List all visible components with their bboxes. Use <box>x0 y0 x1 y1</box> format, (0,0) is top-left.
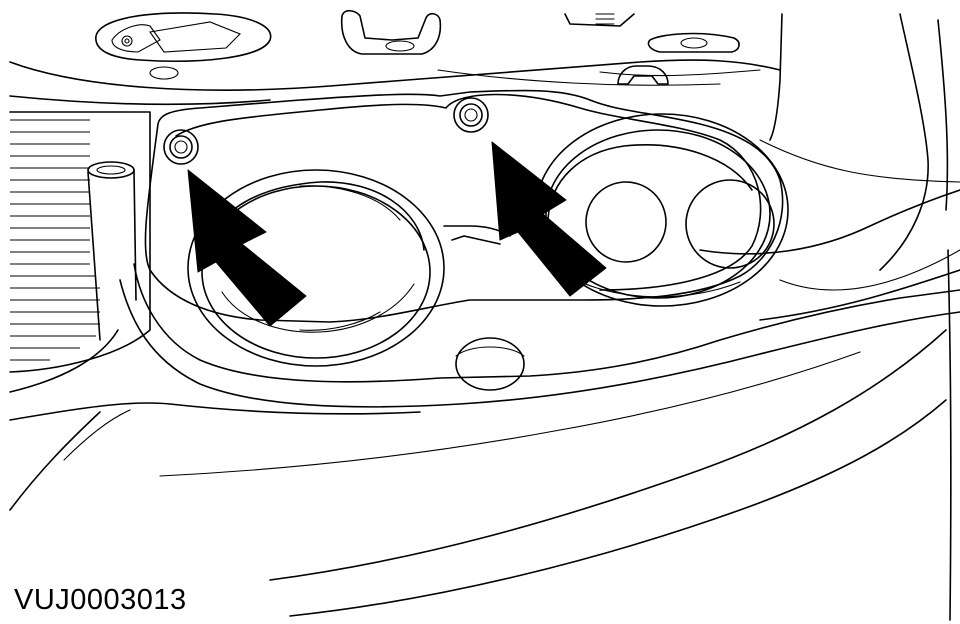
left-hatched-area <box>9 111 151 373</box>
top-components <box>9 9 781 106</box>
left-bolt-icon <box>163 129 199 165</box>
figure-id-label: VUJ0003013 <box>14 584 187 616</box>
arrow-right-bolt <box>491 141 607 297</box>
housing-outline <box>144 89 789 367</box>
right-panel-edges <box>699 13 960 621</box>
arrow-left-bolt <box>187 169 307 327</box>
lower-body <box>9 263 960 617</box>
right-bolt-icon <box>453 97 489 133</box>
